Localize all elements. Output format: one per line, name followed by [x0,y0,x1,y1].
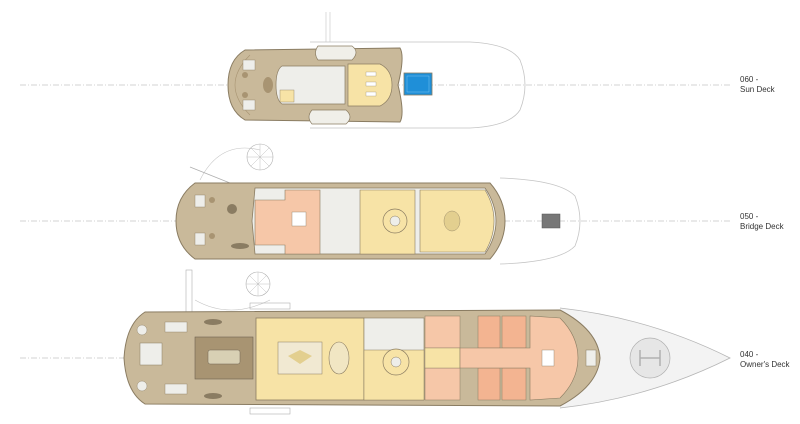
deck-name: Bridge Deck [740,222,784,231]
bridge-deck-plan [175,143,581,297]
deck-number: 040 - [740,350,759,359]
deck-label-owners: 040 - Owner's Deck [740,350,790,370]
bridge-console [541,213,561,229]
tender-boat-starboard [308,109,351,125]
deck-number: 060 - [740,75,759,84]
pool [403,72,433,96]
deck-number: 050 - [740,212,759,221]
deck-name: Sun Deck [740,85,775,94]
sun-deck-plan [227,12,526,129]
deck-label-bridge: 050 - Bridge Deck [740,212,784,232]
deck-label-sun: 060 - Sun Deck [740,75,775,95]
owners-deck-plan [123,269,731,415]
tender-boat-port [315,45,357,61]
deck-name: Owner's Deck [740,360,790,369]
